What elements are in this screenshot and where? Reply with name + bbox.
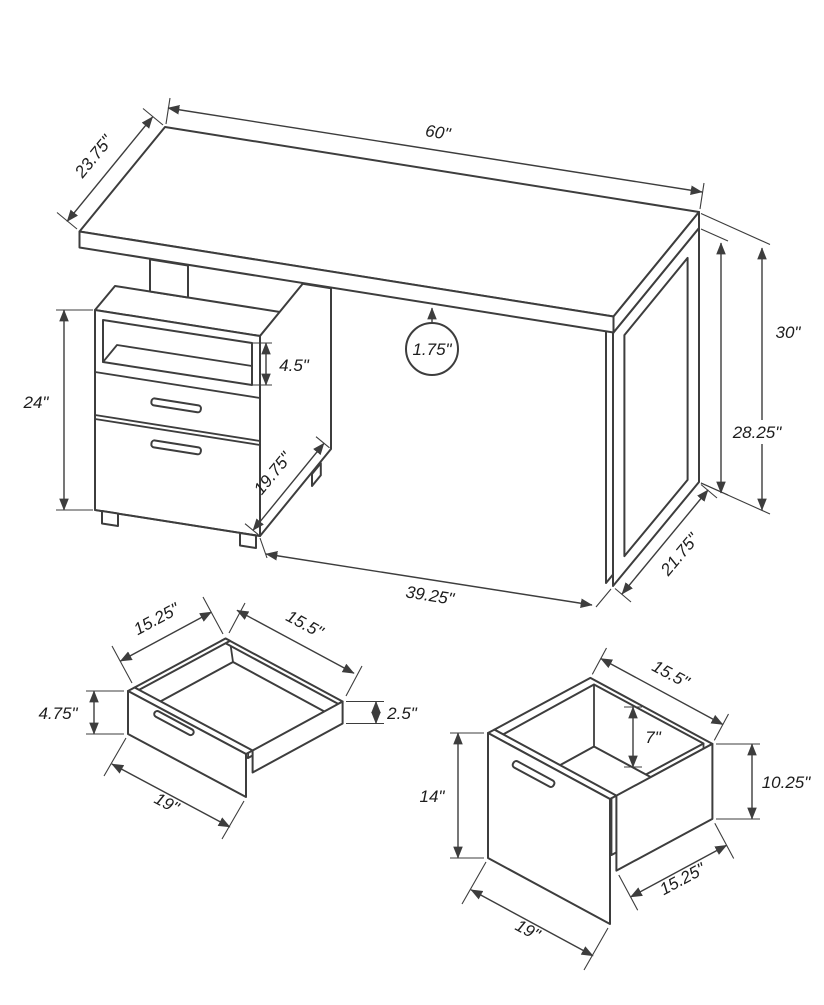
dim-cabinet-height-label: 24" bbox=[23, 393, 50, 412]
dim-knee-span-label: 39.25" bbox=[404, 582, 456, 609]
dim-top-width: 60" bbox=[165, 97, 705, 210]
sd-dim-front-width-label: 19" bbox=[151, 789, 183, 818]
small-drawer-right-side bbox=[251, 700, 344, 774]
dim-top-width-arrow bbox=[167, 105, 703, 195]
fd-dim-front-width-arrow bbox=[470, 889, 594, 957]
fd-dim-inner-depth: 7" bbox=[624, 706, 662, 768]
cabinet-foot-front-right bbox=[239, 532, 257, 549]
dim-top-width-label: 60" bbox=[424, 121, 453, 144]
file-drawer-handle bbox=[150, 439, 202, 456]
dim-cabinet-height: 24" bbox=[23, 309, 93, 511]
sd-dim-side-height: 2.5" bbox=[346, 700, 418, 725]
dim-clearance-label: 28.25" bbox=[732, 423, 783, 442]
sd-dim-front-height: 4.75" bbox=[38, 690, 124, 735]
fd-dim-inner-depth-label: 7" bbox=[645, 728, 661, 747]
desktop-right-edge bbox=[612, 211, 700, 334]
open-shelf-interior-lines bbox=[102, 344, 253, 367]
dim-leg-depth-extensions bbox=[614, 484, 718, 603]
dim-leg-depth-arrow bbox=[621, 489, 709, 595]
dim-shelf-label: 4.5" bbox=[279, 356, 310, 375]
fd-dim-front-width-label: 19" bbox=[512, 916, 544, 945]
dim-thickness-label: 1.75" bbox=[412, 340, 452, 359]
top-drawer-handle bbox=[150, 397, 202, 414]
cabinet-foot-front-left bbox=[101, 510, 119, 527]
sd-dim-top-width-label: 15.25" bbox=[131, 599, 184, 639]
support-panel bbox=[149, 258, 189, 299]
sd-dim-top-width-extensions bbox=[111, 596, 224, 684]
fd-dim-front-width-extensions bbox=[461, 861, 609, 971]
sd-dim-front-width-arrow bbox=[111, 763, 231, 828]
dim-knee-span-arrow bbox=[265, 551, 593, 608]
fd-dim-side-depth-label: 15.25" bbox=[657, 859, 710, 899]
dim-cabinet-height-extensions bbox=[56, 309, 93, 511]
dim-clearance-label-bg bbox=[724, 420, 790, 444]
sd-dim-top-depth-arrow bbox=[236, 609, 355, 674]
dim-thickness-circle bbox=[405, 322, 459, 376]
dim-height-label: 30" bbox=[776, 323, 802, 342]
small-drawer-handle bbox=[153, 710, 195, 737]
desk-figure: 23.75" 60" 4.5" 1.75" 30" 28.25" bbox=[23, 97, 802, 609]
dim-cabinet-depth-arrow bbox=[252, 442, 325, 531]
top-drawer-front bbox=[94, 371, 261, 442]
fd-dim-front-height-label: 14" bbox=[420, 787, 446, 806]
dim-knee-span: 39.25" bbox=[259, 537, 612, 609]
small-drawer-figure: 15.25" 15.5" 4.75" 2.5" 19" bbox=[38, 596, 418, 840]
dim-top-depth-label: 23.75" bbox=[70, 131, 117, 182]
dim-cabinet-depth-extensions bbox=[244, 436, 330, 536]
sd-dim-side-height-extensions bbox=[346, 700, 384, 725]
dim-clearance-extensions bbox=[700, 228, 729, 496]
fd-dim-front-height: 14" bbox=[420, 732, 484, 859]
dim-shelf-opening: 4.5" bbox=[252, 342, 310, 386]
sd-dim-front-height-extensions bbox=[86, 690, 124, 735]
file-drawer-handle bbox=[511, 760, 556, 788]
dim-leg-clearance: 28.25" bbox=[700, 228, 790, 496]
sd-dim-front-height-label: 4.75" bbox=[38, 704, 78, 723]
file-drawer-front-panel bbox=[487, 732, 611, 925]
dim-top-thickness: 1.75" bbox=[405, 307, 459, 376]
file-drawer-right-side bbox=[615, 742, 714, 872]
fd-dim-side-depth-arrow bbox=[630, 844, 728, 898]
sd-dim-front-width-extensions bbox=[103, 737, 245, 840]
fd-dim-side-height: 10.25" bbox=[716, 743, 812, 820]
fd-dim-top-depth-label: 15.5" bbox=[649, 657, 693, 693]
dim-top-depth-arrow bbox=[66, 116, 154, 222]
fd-dim-side-height-label: 10.25" bbox=[762, 773, 812, 792]
sd-dim-side-height-label: 2.5" bbox=[386, 704, 418, 723]
file-drawer-front bbox=[94, 418, 261, 537]
fd-dim-side-height-extensions bbox=[716, 743, 760, 820]
fd-dim-side-depth-extensions bbox=[618, 823, 735, 911]
dim-leg-depth-label: 21.75" bbox=[656, 529, 703, 580]
fd-dim-top-depth-extensions bbox=[591, 647, 729, 741]
leg-frame-inner bbox=[623, 256, 689, 558]
cabinet-side-face bbox=[259, 282, 332, 537]
file-drawer-figure: 15.5" 7" 14" 10.25" 19" 15.25" bbox=[420, 647, 812, 971]
dim-height-extensions bbox=[700, 212, 771, 515]
sd-dim-top-width-arrow bbox=[119, 611, 212, 662]
sd-dim-top-depth-label: 15.5" bbox=[283, 607, 327, 643]
dim-overall-height: 30" bbox=[700, 212, 802, 515]
fd-dim-front-height-extensions bbox=[450, 732, 484, 859]
fd-dim-top-depth-arrow bbox=[600, 657, 724, 726]
